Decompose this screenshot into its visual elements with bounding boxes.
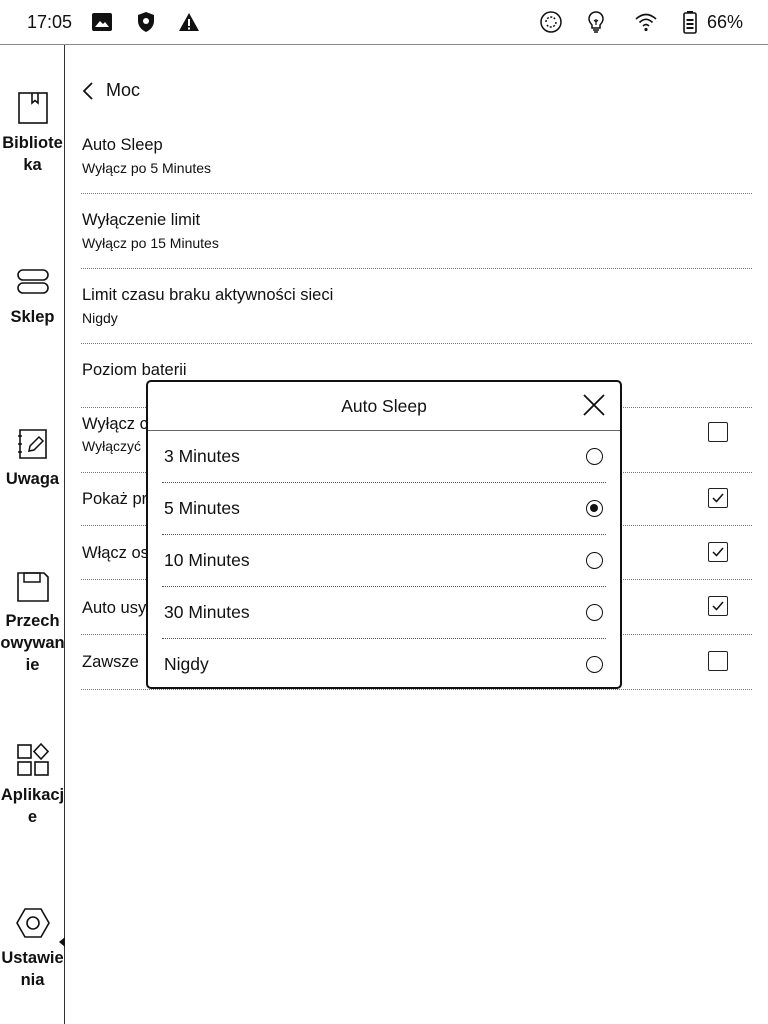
auto-sleep-dialog: Auto Sleep 3 Minutes 5 Minutes 10 Minute… — [146, 380, 622, 689]
option-label: 30 Minutes — [164, 602, 250, 622]
sidebar: Bibliote ka Sklep Uwaga Przech owywan ie… — [0, 45, 65, 1024]
option-never[interactable]: Nigdy — [162, 639, 606, 691]
sidebar-label: Bibliote ka — [2, 134, 63, 174]
option-10-minutes[interactable]: 10 Minutes — [162, 535, 606, 587]
radio-button[interactable] — [586, 604, 603, 621]
back-arrow-icon[interactable] — [80, 80, 96, 102]
option-label: 3 Minutes — [164, 446, 240, 466]
checkbox-checked[interactable] — [708, 488, 728, 508]
setting-subtitle: Wyłącz po 5 Minutes — [82, 160, 212, 176]
setting-title: Auto Sleep — [82, 136, 163, 154]
setting-title: Auto usy — [82, 599, 147, 617]
setting-row-power-off-limit[interactable]: Wyłączenie limit Wyłącz po 15 Minutes — [81, 194, 752, 269]
setting-row-auto-sleep[interactable]: Auto Sleep Wyłącz po 5 Minutes — [81, 130, 752, 194]
shield-icon — [134, 10, 158, 34]
store-icon — [15, 264, 51, 300]
checkbox-checked[interactable] — [708, 596, 728, 616]
option-3-minutes[interactable]: 3 Minutes — [162, 431, 606, 483]
checkbox-checked[interactable] — [708, 542, 728, 562]
settings-icon — [15, 905, 51, 941]
radio-button[interactable] — [586, 448, 603, 465]
checkbox-unchecked[interactable] — [708, 422, 728, 442]
setting-title: Zawsze — [82, 653, 139, 671]
sidebar-label: Ustawie nia — [1, 949, 64, 989]
sidebar-label: Aplikacj e — [0, 786, 65, 826]
setting-title: Limit czasu braku aktywności sieci — [82, 286, 334, 304]
option-label: 5 Minutes — [164, 498, 240, 518]
library-icon — [15, 90, 51, 126]
sidebar-label: Uwaga — [5, 470, 60, 488]
sidebar-item-storage[interactable]: Przech owywan ie — [0, 568, 65, 676]
radio-button[interactable] — [586, 552, 603, 569]
option-5-minutes[interactable]: 5 Minutes — [162, 483, 606, 535]
sidebar-item-store[interactable]: Sklep — [0, 264, 65, 328]
frontlight-icon[interactable] — [584, 10, 608, 34]
setting-subtitle: Wyłączyć — [82, 438, 141, 454]
storage-icon — [15, 568, 51, 604]
sidebar-item-library[interactable]: Bibliote ka — [0, 90, 65, 176]
setting-title: Pokaż pr — [82, 490, 148, 508]
setting-title: Wyłącz c — [82, 415, 148, 433]
setting-title: Wyłączenie limit — [82, 211, 201, 229]
close-icon[interactable] — [581, 392, 607, 418]
sidebar-item-settings[interactable]: Ustawie nia — [0, 905, 65, 991]
setting-subtitle: Nigdy — [82, 310, 118, 326]
option-label: 10 Minutes — [164, 550, 250, 570]
setting-row-toggle-5[interactable]: Zawsze — [81, 635, 752, 690]
checkbox-unchecked[interactable] — [708, 651, 728, 671]
radio-dot — [590, 504, 598, 512]
radio-button[interactable] — [586, 656, 603, 673]
sidebar-item-apps[interactable]: Aplikacj e — [0, 742, 65, 828]
note-icon — [15, 426, 51, 462]
battery-icon — [678, 10, 702, 34]
setting-title: Włącz os — [82, 544, 149, 562]
setting-row-network-timeout[interactable]: Limit czasu braku aktywności sieci Nigdy — [81, 269, 752, 344]
wifi-icon[interactable] — [634, 10, 658, 34]
status-bar: 17:05 66% — [0, 0, 768, 45]
warning-icon — [177, 10, 201, 34]
sync-icon[interactable] — [539, 10, 563, 34]
setting-title: Poziom baterii — [82, 361, 187, 379]
battery-level: 66% — [707, 12, 744, 32]
clock: 17:05 — [27, 12, 73, 32]
option-30-minutes[interactable]: 30 Minutes — [162, 587, 606, 639]
active-indicator — [59, 937, 65, 947]
dialog-title: Auto Sleep — [148, 382, 620, 431]
sidebar-label: Sklep — [10, 308, 55, 326]
option-label: Nigdy — [164, 654, 209, 674]
setting-subtitle: Wyłącz po 15 Minutes — [82, 235, 219, 251]
page-title[interactable]: Moc — [106, 80, 141, 100]
radio-button-selected[interactable] — [586, 500, 603, 517]
apps-icon — [15, 742, 51, 778]
sidebar-item-note[interactable]: Uwaga — [0, 426, 65, 490]
image-icon — [90, 10, 114, 34]
sidebar-label: Przech owywan ie — [0, 612, 65, 674]
